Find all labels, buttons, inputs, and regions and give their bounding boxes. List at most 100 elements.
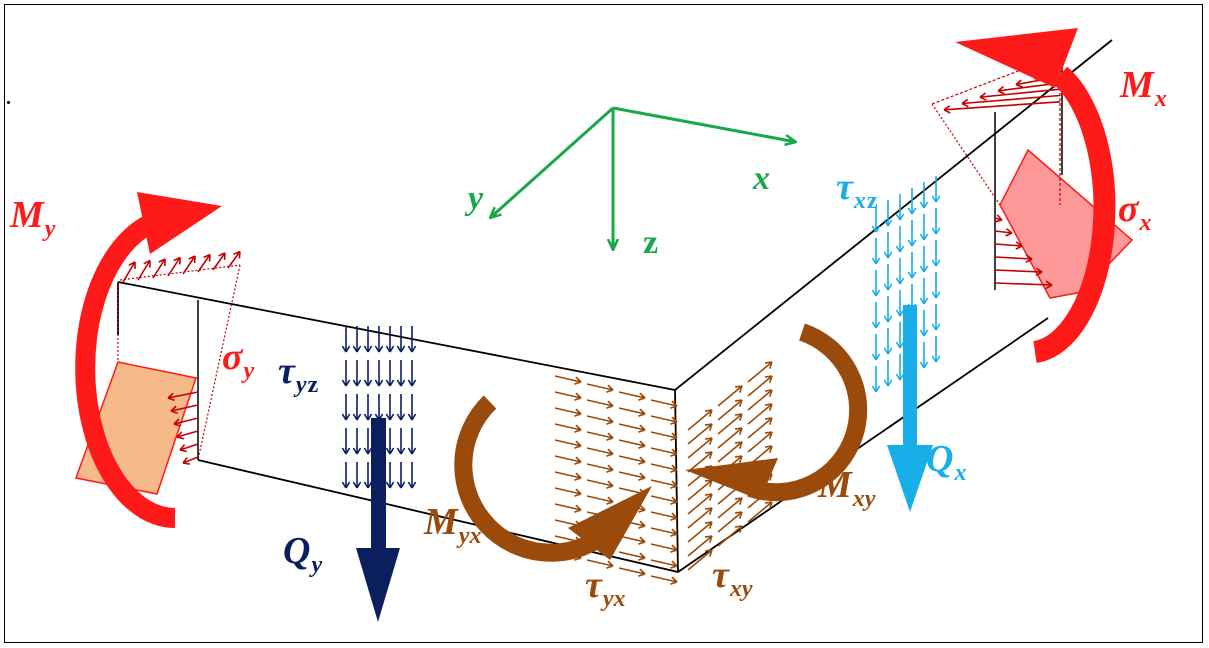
- tau-xy-arrow-head: [764, 375, 773, 378]
- tau-xz-arrow-head: [871, 321, 877, 329]
- sigma-x-arrow: [994, 256, 1033, 260]
- sigma-x-arrow-head: [1035, 267, 1043, 273]
- tau-yx-arrow-head: [671, 432, 678, 439]
- tau-xy-arrow: [717, 385, 743, 407]
- tau-xy-arrow: [717, 497, 743, 519]
- tau-xz-arrow-head: [895, 245, 901, 253]
- tau-yx-arrow-head: [670, 437, 678, 441]
- tau-yx-arrow: [554, 423, 582, 431]
- tau-yx-arrow: [650, 575, 678, 583]
- coordinate-axes: [490, 106, 796, 250]
- tau-yx-arrow-head: [575, 472, 582, 479]
- tau-xy-arrow-head: [708, 521, 713, 529]
- myx-moment-arrow: [454, 395, 652, 562]
- tau-xz-arrow-head: [899, 213, 905, 221]
- tau-yz-arrow-head: [363, 481, 369, 489]
- x-axis-label: x: [753, 160, 770, 197]
- tau-xz-arrow-head: [923, 265, 929, 273]
- tau-yx-label: τyx: [585, 564, 626, 612]
- tau-yz-arrow-head: [411, 413, 417, 421]
- tau-xy-arrow: [747, 431, 773, 453]
- tau-yz-arrow-head: [389, 413, 395, 421]
- sigma-y-arrow: [182, 456, 199, 464]
- tau-yx-arrow-head: [671, 576, 678, 583]
- tau-xy-arrow-head: [708, 437, 713, 445]
- tau-yx-arrow: [586, 559, 614, 567]
- tau-yx-arrow-head: [639, 520, 646, 527]
- tau-xz-arrow-head: [875, 225, 881, 233]
- tau-xz-arrow-head: [887, 219, 893, 227]
- tau-yx-arrow-head: [606, 437, 614, 441]
- tau-xz-arrow-head: [883, 315, 889, 323]
- tau-yx-arrow-head: [670, 485, 678, 489]
- tau-xy-arrow-head: [768, 445, 773, 453]
- tau-yz-arrow-head: [363, 379, 369, 387]
- sigma-y-arrow: [212, 252, 226, 271]
- tau-yx-arrow-head: [575, 504, 582, 511]
- tau-yx-arrow-head: [606, 421, 614, 425]
- tau-xz-arrow-head: [875, 257, 881, 265]
- tau-xz-arrow-head: [935, 227, 941, 235]
- tau-xz-arrow-head: [923, 233, 929, 241]
- tau-xz-field: [871, 176, 941, 393]
- tau-yx-arrow: [650, 431, 678, 439]
- sigma-x-arrow-head: [1015, 245, 1023, 250]
- tau-yz-arrow-head: [385, 447, 391, 455]
- tau-xy-arrow-head: [704, 521, 713, 524]
- tau-yx-arrow-head: [639, 408, 646, 415]
- sigma-y-arrow: [137, 260, 151, 281]
- tau-xy-arrow: [747, 389, 773, 411]
- tau-xz-arrow-head: [895, 309, 901, 317]
- tau-xz-arrow-head: [887, 379, 893, 387]
- tau-xz-arrow-head: [919, 297, 925, 305]
- tau-xz-arrow-head: [907, 207, 913, 215]
- tau-yx-arrow: [554, 455, 582, 463]
- tau-xy-arrow: [687, 451, 713, 473]
- tau-yz-arrow-head: [385, 345, 391, 353]
- tau-xy-arrow-head: [704, 507, 713, 510]
- tau-yx-arrow: [650, 511, 678, 519]
- tau-yx-arrow-head: [639, 456, 646, 463]
- tau-yz-arrow-head: [378, 345, 384, 353]
- tau-yx-arrow-head: [638, 557, 646, 561]
- qx-label: Qx: [926, 438, 967, 486]
- sigma-x-arrow: [979, 88, 1061, 98]
- tau-yx-arrow-head: [606, 485, 614, 489]
- tau-xz-arrow-head: [883, 283, 889, 291]
- tau-xz-arrow-head: [871, 385, 877, 393]
- tau-yx-arrow-head: [671, 400, 678, 407]
- tau-yx-arrow-head: [575, 488, 582, 495]
- sigma-y-arrow-head: [176, 436, 184, 440]
- tau-yz-arrow-head: [341, 345, 347, 353]
- tau-xz-arrow-head: [931, 323, 937, 331]
- tau-xz-arrow-head: [911, 207, 917, 215]
- tau-yx-arrow: [650, 399, 678, 407]
- tau-yx-arrow-head: [671, 464, 678, 471]
- tau-xz-arrow-head: [935, 291, 941, 299]
- tau-xz-arrow-head: [871, 257, 877, 265]
- tau-xy-arrow-head: [738, 413, 743, 421]
- tau-yx-arrow: [618, 407, 646, 415]
- tau-yx-arrow-head: [574, 397, 582, 401]
- sigma-x-arrow-head: [997, 85, 1004, 92]
- tau-xz-arrow-head: [919, 201, 925, 209]
- tau-yz-arrow-head: [367, 413, 373, 421]
- tau-yx-arrow: [618, 391, 646, 399]
- tau-xz-arrow-head: [923, 361, 929, 369]
- sigma-y-arrow: [122, 261, 136, 283]
- sigma-x-arrow-head: [1005, 228, 1013, 234]
- tau-yz-arrow-head: [407, 345, 413, 353]
- tau-yx-arrow: [650, 447, 678, 455]
- tau-xy-arrow-head: [768, 417, 773, 425]
- tau-xy-arrow-head: [734, 399, 743, 402]
- tau-xy-arrow: [687, 549, 713, 571]
- tau-yz-arrow-head: [407, 413, 413, 421]
- tau-xy-arrow: [687, 423, 713, 445]
- tau-yx-arrow: [618, 455, 646, 463]
- tau-xy-arrow-head: [708, 451, 713, 459]
- tau-yx-arrow-head: [670, 549, 678, 553]
- tau-yz-arrow-head: [341, 447, 347, 455]
- tau-yx-arrow-head: [638, 445, 646, 449]
- tau-xy-arrow: [687, 521, 713, 543]
- tau-xz-arrow-head: [887, 315, 893, 323]
